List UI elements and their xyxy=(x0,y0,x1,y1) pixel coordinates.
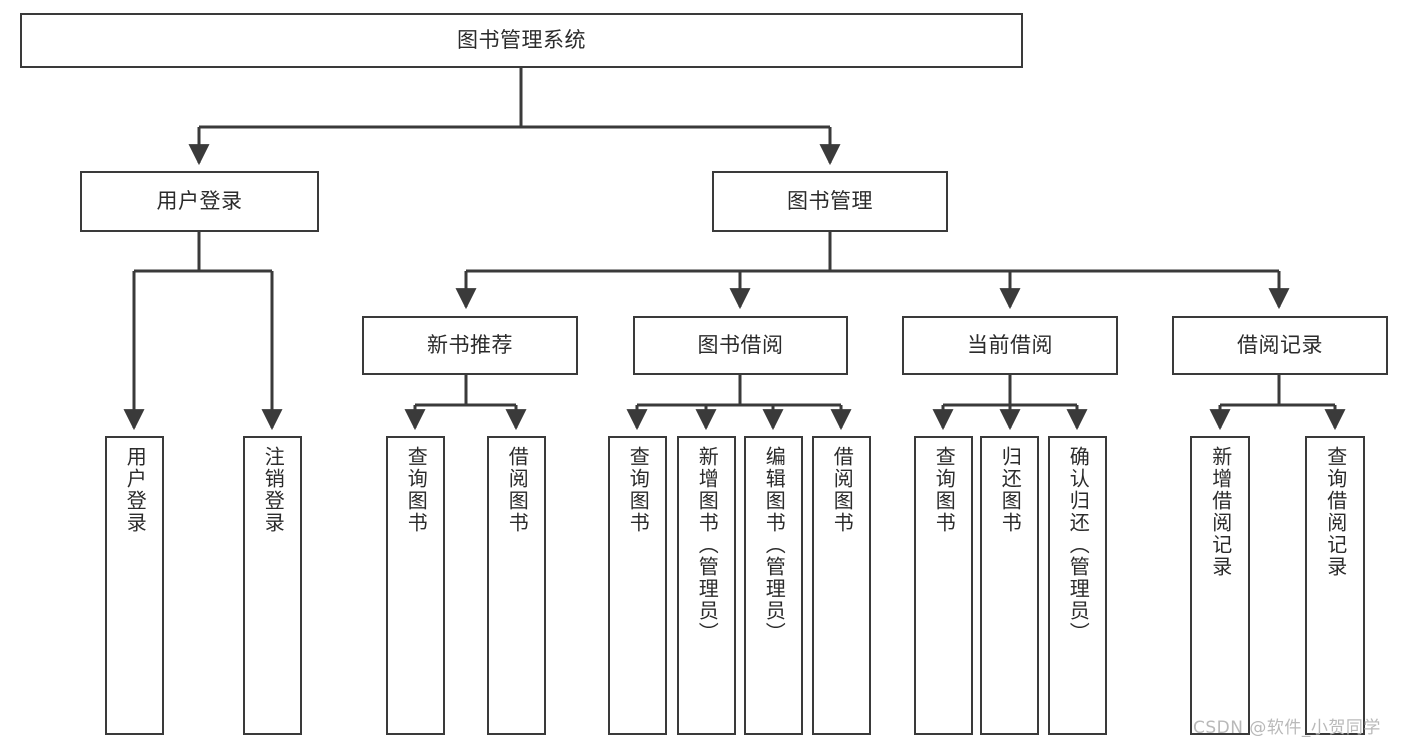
node-leaf-add-book-label: 新增图书（管理员） xyxy=(695,446,720,644)
node-leaf-borrow-book-1-label: 借阅图书 xyxy=(505,446,530,534)
node-book-manage[interactable]: 图书管理 xyxy=(712,171,948,232)
node-leaf-borrow-book-1[interactable]: 借阅图书 xyxy=(487,436,546,735)
node-leaf-query-book-3[interactable]: 查询图书 xyxy=(914,436,973,735)
node-new-book-recommend[interactable]: 新书推荐 xyxy=(362,316,578,375)
node-current-borrow-label: 当前借阅 xyxy=(967,333,1053,358)
node-leaf-confirm-return-label: 确认归还（管理员） xyxy=(1066,446,1091,644)
node-leaf-logout-login-label: 注销登录 xyxy=(261,446,286,534)
node-leaf-query-book-1[interactable]: 查询图书 xyxy=(386,436,445,735)
node-leaf-borrow-book-2-label: 借阅图书 xyxy=(830,446,855,534)
node-leaf-query-book-2-label: 查询图书 xyxy=(626,446,651,534)
node-leaf-query-record[interactable]: 查询借阅记录 xyxy=(1305,436,1365,735)
node-leaf-query-book-3-label: 查询图书 xyxy=(932,446,957,534)
node-leaf-add-record-label: 新增借阅记录 xyxy=(1208,446,1233,578)
node-new-book-recommend-label: 新书推荐 xyxy=(427,333,513,358)
node-leaf-return-book-label: 归还图书 xyxy=(998,446,1023,534)
node-leaf-query-book-1-label: 查询图书 xyxy=(404,446,429,534)
node-leaf-confirm-return[interactable]: 确认归还（管理员） xyxy=(1048,436,1107,735)
node-user-login[interactable]: 用户登录 xyxy=(80,171,319,232)
node-leaf-user-login[interactable]: 用户登录 xyxy=(105,436,164,735)
node-current-borrow[interactable]: 当前借阅 xyxy=(902,316,1118,375)
node-book-borrow[interactable]: 图书借阅 xyxy=(633,316,848,375)
node-borrow-record[interactable]: 借阅记录 xyxy=(1172,316,1388,375)
node-leaf-add-record[interactable]: 新增借阅记录 xyxy=(1190,436,1250,735)
node-root[interactable]: 图书管理系统 xyxy=(20,13,1023,68)
node-leaf-add-book[interactable]: 新增图书（管理员） xyxy=(677,436,736,735)
node-leaf-return-book[interactable]: 归还图书 xyxy=(980,436,1039,735)
node-leaf-logout-login[interactable]: 注销登录 xyxy=(243,436,302,735)
watermark-text: CSDN @软件_小贺同学 xyxy=(1193,718,1381,738)
node-book-manage-label: 图书管理 xyxy=(787,189,873,214)
node-leaf-edit-book-label: 编辑图书（管理员） xyxy=(762,446,787,644)
node-leaf-user-login-label: 用户登录 xyxy=(123,446,148,534)
node-leaf-borrow-book-2[interactable]: 借阅图书 xyxy=(812,436,871,735)
node-borrow-record-label: 借阅记录 xyxy=(1237,333,1323,358)
node-user-login-label: 用户登录 xyxy=(156,189,243,214)
node-leaf-query-book-2[interactable]: 查询图书 xyxy=(608,436,667,735)
node-leaf-query-record-label: 查询借阅记录 xyxy=(1323,446,1348,578)
node-book-borrow-label: 图书借阅 xyxy=(697,333,784,358)
node-leaf-edit-book[interactable]: 编辑图书（管理员） xyxy=(744,436,803,735)
node-root-label: 图书管理系统 xyxy=(457,28,586,53)
